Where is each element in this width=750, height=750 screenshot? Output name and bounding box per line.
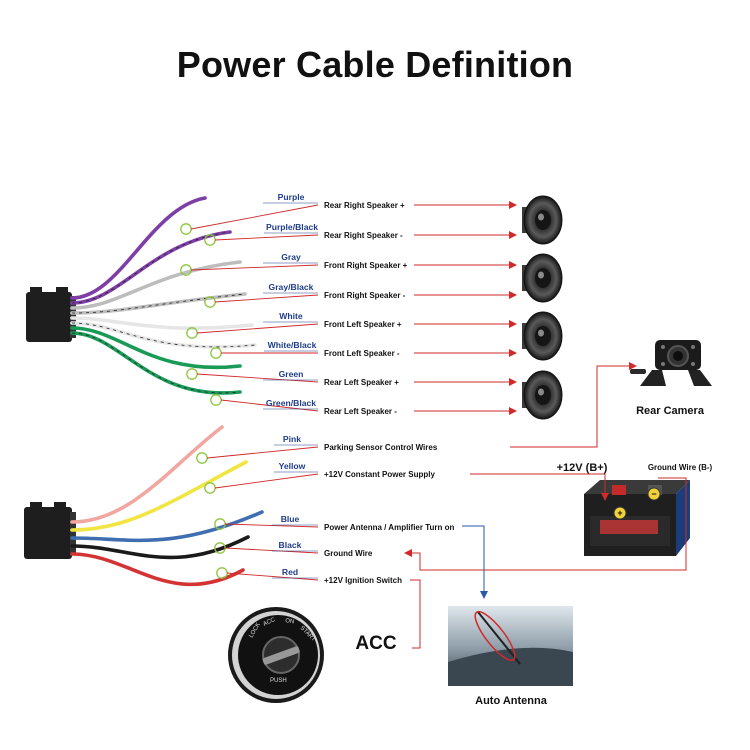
acc-label: ACC — [355, 633, 396, 654]
wire-function-label: Front Right Speaker - — [324, 291, 406, 300]
wire-color-label: Blue — [281, 514, 300, 524]
wire-function-label: Front Left Speaker + — [324, 320, 402, 329]
wire-function-label: Rear Left Speaker - — [324, 407, 397, 416]
auto-antenna-image — [448, 606, 573, 686]
leader-line — [214, 294, 319, 303]
lower-connector — [24, 502, 76, 559]
power-wire — [70, 552, 245, 587]
leader-line — [214, 234, 319, 241]
battery-positive-label: +12V (B+) — [557, 462, 608, 474]
leader-line — [206, 446, 319, 459]
rear-camera-icon — [630, 340, 712, 386]
wire-color-label: Purple — [278, 192, 305, 202]
leader-line — [196, 323, 319, 334]
wire-color-label: Gray/Black — [269, 282, 314, 292]
wire-marker — [186, 368, 198, 380]
wire-color-label: White — [279, 311, 303, 321]
leader-line — [190, 204, 319, 230]
speaker-icon — [522, 311, 563, 361]
speaker-icon — [522, 195, 563, 245]
wire-function-label: Rear Right Speaker + — [324, 201, 405, 210]
wire-function-label: +12V Constant Power Supply — [324, 470, 435, 479]
wire-function-label: Power Antenna / Amplifier Turn on — [324, 523, 454, 532]
speaker-icon — [522, 370, 563, 420]
speaker-wire — [70, 326, 242, 370]
wire-color-label: White/Black — [268, 340, 317, 350]
speaker-wire — [70, 260, 242, 310]
leader-line — [224, 547, 319, 554]
battery-ground-label: Ground Wire (B-) — [648, 463, 713, 472]
wire-marker — [196, 452, 208, 464]
wire-color-label: Gray — [281, 252, 301, 262]
power-wire — [70, 535, 250, 560]
speaker-icon — [522, 253, 563, 303]
leader-line — [226, 572, 319, 581]
wire-function-label: Parking Sensor Control Wires — [324, 443, 438, 452]
svg-text:−: − — [651, 489, 656, 499]
ignition-label: ACC — [262, 617, 277, 628]
wire-function-label: Ground Wire — [324, 549, 373, 558]
page-title: Power Cable Definition — [176, 44, 574, 85]
rear-camera-label: Rear Camera — [636, 405, 705, 417]
wire-marker — [216, 567, 228, 579]
svg-text:+: + — [617, 508, 622, 518]
auto-antenna-label: Auto Antenna — [475, 695, 548, 707]
ignition-label: PUSH — [270, 678, 287, 684]
wire-function-label: Rear Left Speaker + — [324, 378, 399, 387]
wire-color-label: Green/Black — [266, 398, 316, 408]
wire-function-label: Front Left Speaker - — [324, 349, 400, 358]
upper-connector — [26, 287, 76, 342]
power-wire — [70, 425, 224, 524]
power-wire-bundle — [70, 425, 264, 587]
wire-color-label: Green — [279, 369, 304, 379]
wire-marker — [204, 482, 216, 494]
leader-line — [196, 373, 319, 383]
speaker-wire-stripe — [71, 293, 246, 314]
ignition-label: ON — [285, 618, 295, 625]
speaker-wire-stripe — [71, 322, 256, 348]
speaker-wire — [70, 316, 254, 330]
wire-function-label: Rear Right Speaker - — [324, 231, 403, 240]
power-wire — [70, 460, 248, 532]
wire-color-label: Purple/Black — [266, 222, 318, 232]
wire-color-label: Pink — [283, 434, 301, 444]
speaker-icons — [522, 195, 563, 420]
battery-icon: + − — [584, 480, 690, 556]
wire-color-label: Yellow — [279, 461, 306, 471]
wire-marker — [210, 394, 222, 406]
speaker-wire-stripe — [71, 332, 241, 394]
wire-marker — [210, 347, 222, 359]
speaker-wire — [70, 196, 207, 300]
wire-function-label: +12V Ignition Switch — [324, 576, 402, 585]
leader-line — [190, 264, 319, 271]
wire-function-label: Front Right Speaker + — [324, 261, 408, 270]
speaker-wire-stripe — [71, 231, 231, 304]
device-connectors — [404, 362, 687, 649]
speaker-wire-bundle — [70, 196, 257, 406]
wire-color-label: Black — [279, 540, 302, 550]
wire-marker — [180, 223, 192, 235]
ignition-switch-icon: LOCK ACC ON START PUSH — [228, 607, 324, 703]
leader-line — [224, 523, 319, 528]
wire-color-label: Red — [282, 567, 298, 577]
leader-line — [214, 473, 319, 489]
